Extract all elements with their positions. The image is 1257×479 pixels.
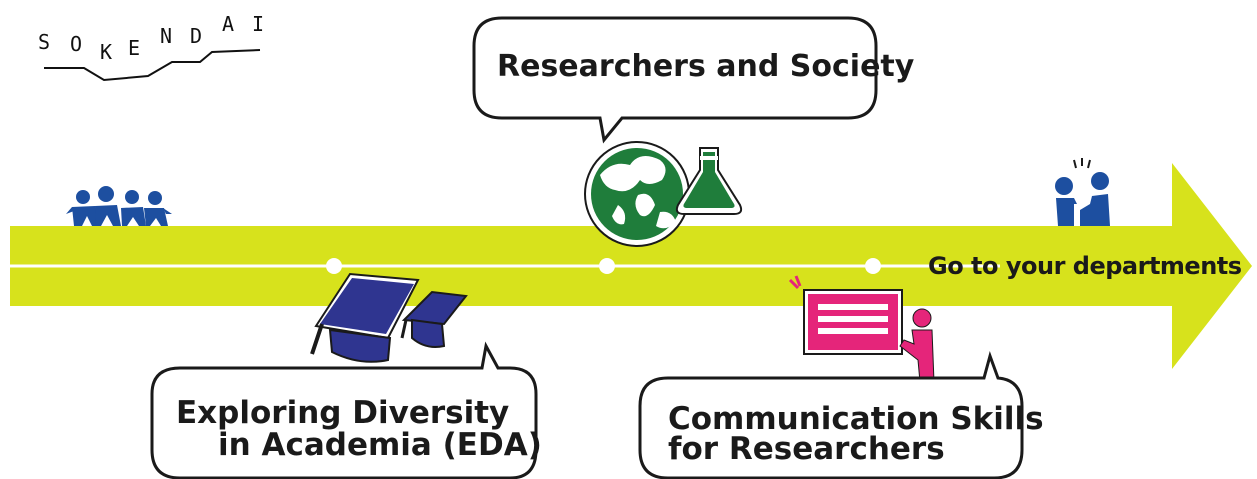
- communication-bubble: [638, 351, 1024, 479]
- logo-letter-o: O: [70, 32, 83, 56]
- logo-letter-a: A: [222, 12, 235, 36]
- logo-letter-e: E: [128, 36, 141, 60]
- globe-icon: [584, 141, 690, 247]
- milestone-dot-1: [326, 258, 342, 274]
- logo-wave-line: [44, 49, 261, 82]
- people-group-icon: [66, 186, 172, 226]
- logo-letter-s: S: [38, 30, 51, 54]
- communication-label-line2: for Researchers: [668, 431, 945, 467]
- handshake-icon: [1055, 158, 1110, 226]
- arrow-label: Go to your departments: [928, 252, 1242, 280]
- eda-label-line1: Exploring Diversity: [176, 395, 510, 431]
- milestone-dot-2: [599, 258, 615, 274]
- logo-letter-d: D: [190, 24, 203, 48]
- society-bubble: [472, 16, 878, 144]
- logo-letter-k: K: [100, 40, 113, 64]
- presentation-board-icon: [788, 275, 935, 383]
- logo-letter-n: N: [160, 24, 173, 48]
- society-bubble-label: Researchers and Society: [497, 49, 915, 84]
- communication-label-line1: Communication Skills: [668, 401, 1044, 437]
- timeline-arrow: [10, 163, 1252, 369]
- flask-icon: [675, 147, 743, 215]
- graduation-cap-icon: [310, 272, 468, 363]
- eda-label-line2: in Academia (EDA): [218, 427, 542, 463]
- logo-letter-i: I: [252, 12, 265, 36]
- eda-bubble: [150, 341, 538, 479]
- milestone-dot-3: [865, 258, 881, 274]
